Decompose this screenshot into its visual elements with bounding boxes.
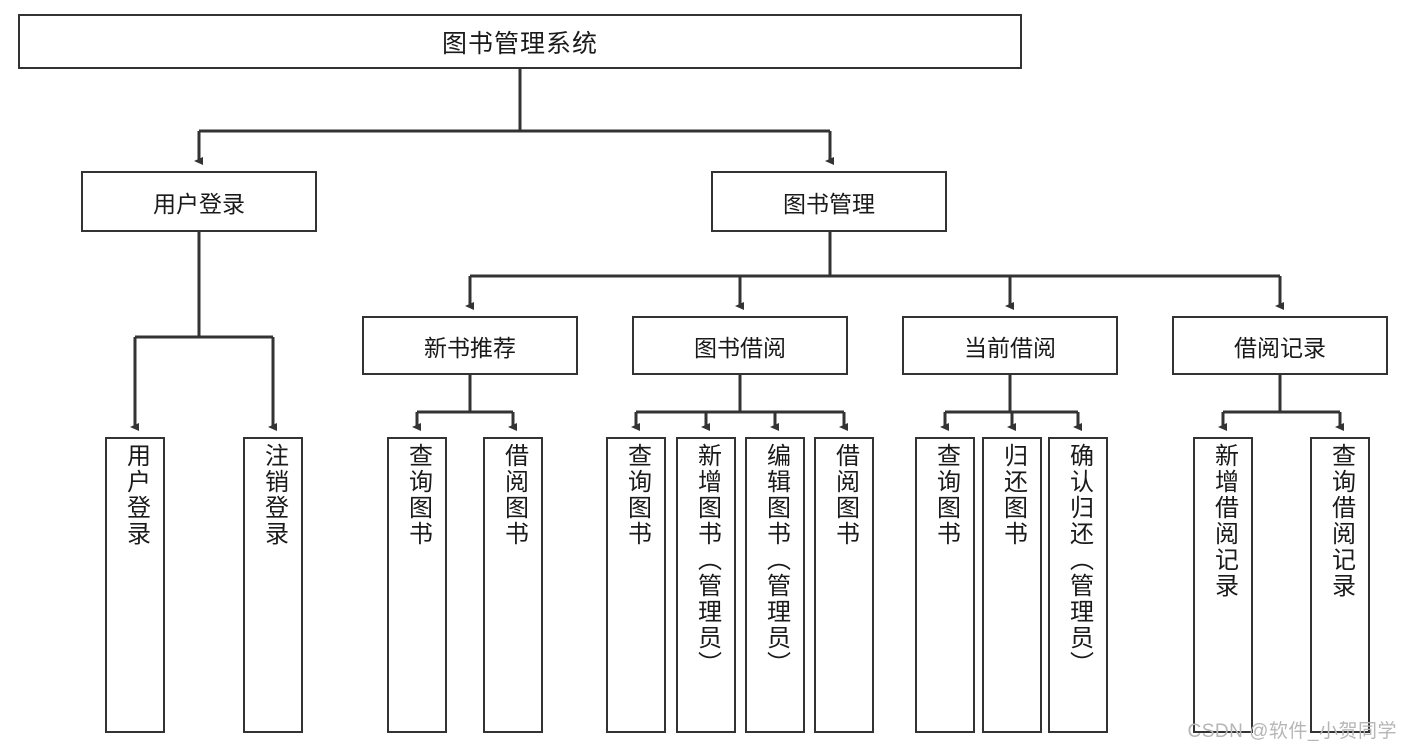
- node-leaf-add-book[interactable]: 新增图书（管理员）: [676, 437, 736, 733]
- node-user-login-label: 用户登录: [153, 190, 245, 217]
- node-book-manage-label: 图书管理: [783, 190, 875, 217]
- node-leaf-query-book-1[interactable]: 查询图书: [387, 437, 447, 733]
- node-leaf-query-record-label: 查询借阅记录: [1327, 443, 1355, 599]
- node-leaf-return-book[interactable]: 归还图书: [982, 437, 1042, 733]
- node-new-book-rec[interactable]: 新书推荐: [362, 316, 578, 375]
- node-book-borrow-label: 图书借阅: [694, 334, 786, 361]
- node-leaf-borrow-book-2-label: 借阅图书: [831, 443, 859, 547]
- node-leaf-return-book-label: 归还图书: [999, 443, 1027, 547]
- node-root[interactable]: 图书管理系统: [18, 14, 1022, 69]
- node-book-borrow[interactable]: 图书借阅: [632, 316, 848, 375]
- node-borrow-record-label: 借阅记录: [1234, 334, 1326, 361]
- node-book-manage[interactable]: 图书管理: [711, 171, 947, 232]
- node-leaf-borrow-book-2[interactable]: 借阅图书: [814, 437, 874, 733]
- node-leaf-confirm-return-label: 确认归还（管理员）: [1065, 443, 1093, 677]
- node-leaf-logout-label: 注销登录: [260, 443, 288, 547]
- node-leaf-query-record[interactable]: 查询借阅记录: [1310, 437, 1370, 733]
- node-leaf-edit-book-label: 编辑图书（管理员）: [762, 443, 790, 677]
- node-new-book-rec-label: 新书推荐: [424, 334, 516, 361]
- node-leaf-borrow-book-1[interactable]: 借阅图书: [483, 437, 543, 733]
- node-leaf-query-book-3[interactable]: 查询图书: [915, 437, 975, 733]
- node-leaf-query-book-1-label: 查询图书: [404, 443, 432, 547]
- node-leaf-logout[interactable]: 注销登录: [243, 437, 303, 733]
- node-user-login[interactable]: 用户登录: [81, 171, 317, 232]
- node-leaf-user-login-label: 用户登录: [122, 443, 150, 547]
- node-borrow-record[interactable]: 借阅记录: [1172, 316, 1388, 375]
- node-leaf-confirm-return[interactable]: 确认归还（管理员）: [1048, 437, 1108, 733]
- node-leaf-query-book-2[interactable]: 查询图书: [606, 437, 666, 733]
- node-leaf-query-book-2-label: 查询图书: [623, 443, 651, 547]
- watermark-text: CSDN @软件_小贺同学: [1187, 721, 1397, 742]
- node-leaf-add-record[interactable]: 新增借阅记录: [1193, 437, 1253, 733]
- node-current-borrow-label: 当前借阅: [964, 334, 1056, 361]
- node-root-label: 图书管理系统: [441, 29, 598, 58]
- node-leaf-query-book-3-label: 查询图书: [932, 443, 960, 547]
- node-leaf-user-login[interactable]: 用户登录: [105, 437, 165, 733]
- node-leaf-add-record-label: 新增借阅记录: [1210, 443, 1238, 599]
- node-leaf-add-book-label: 新增图书（管理员）: [693, 443, 721, 677]
- node-current-borrow[interactable]: 当前借阅: [902, 316, 1118, 375]
- node-leaf-edit-book[interactable]: 编辑图书（管理员）: [745, 437, 805, 733]
- node-leaf-borrow-book-1-label: 借阅图书: [500, 443, 528, 547]
